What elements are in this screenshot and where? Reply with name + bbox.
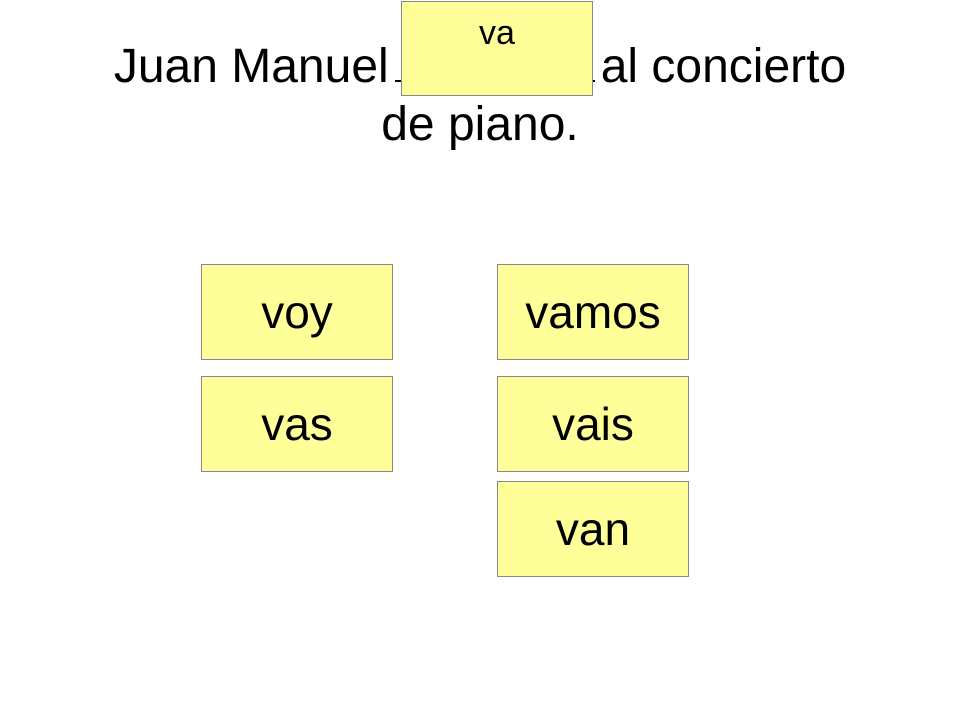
option-tile-vais[interactable]: vais <box>497 376 689 472</box>
sentence-text-before: Juan Manuel <box>113 40 389 93</box>
sentence-text-line2: de piano. <box>381 98 579 151</box>
option-tile-van[interactable]: van <box>497 481 689 577</box>
sentence-text-after: al concierto <box>600 40 847 93</box>
option-tile-voy[interactable]: voy <box>201 264 393 360</box>
option-tile-vas[interactable]: vas <box>201 376 393 472</box>
placed-answer-tile[interactable]: va <box>401 1 593 96</box>
sentence-prompt: Juan Manuel al concierto de piano. <box>0 38 960 154</box>
option-tile-vamos[interactable]: vamos <box>497 264 689 360</box>
